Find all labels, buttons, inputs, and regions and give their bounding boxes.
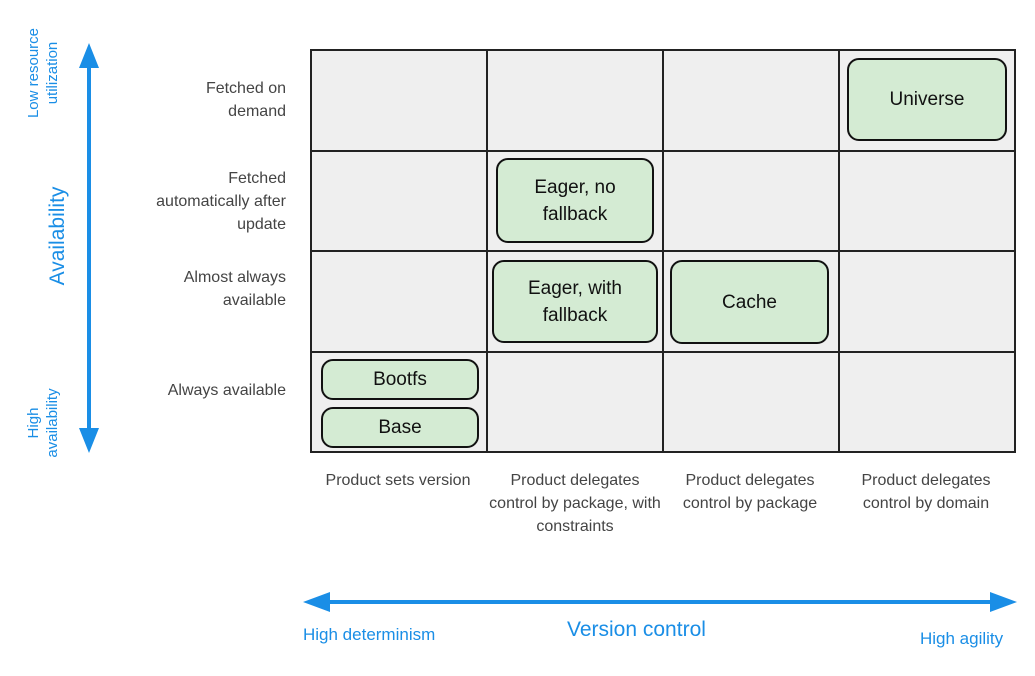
row-label-always-available: Always available: [167, 382, 286, 399]
row-label-fetched-automatically: Fetched automatically after update: [156, 170, 286, 233]
universe-label: Universe: [889, 89, 965, 110]
grid-cell: [487, 351, 663, 452]
universe-box: Universe: [847, 58, 1007, 141]
x-axis-title: Version control: [567, 618, 706, 641]
y-axis-bottom-label: High availability: [25, 388, 61, 458]
grid-cell: [839, 150, 1015, 251]
cache-label: Cache: [722, 291, 777, 313]
col-label-delegates-by-package: Product delegates control by package: [682, 472, 818, 512]
grid-cell: [311, 251, 487, 352]
col-label-delegates-by-package-constraints: Product delegates control by package, wi…: [489, 472, 661, 535]
grid-cell: [663, 351, 839, 452]
base-box: Base: [321, 407, 479, 448]
grid-cell: [487, 50, 663, 151]
eager-with-fallback-label: Eager, with fallback: [528, 277, 622, 326]
eager-with-fallback-box: Eager, with fallback: [492, 260, 658, 343]
x-axis-left-label: High determinism: [303, 625, 436, 644]
bootfs-label: Bootfs: [373, 369, 427, 390]
col-label-product-sets-version: Product sets version: [325, 472, 471, 489]
grid-cell: [311, 50, 487, 151]
col-label-delegates-by-domain: Product delegates control by domain: [861, 472, 991, 512]
base-label: Base: [378, 417, 422, 438]
grid-cell: [663, 50, 839, 151]
horizontal-arrow: [303, 592, 1017, 612]
grid-cell: [839, 351, 1015, 452]
bootfs-box: Bootfs: [321, 359, 479, 400]
row-label-almost-always-available: Almost always available: [183, 269, 286, 309]
row-label-fetched-on-demand: Fetched on demand: [205, 80, 286, 120]
y-axis-top-label: Low resource utilization: [25, 27, 61, 119]
y-axis-title: Availability: [46, 186, 69, 286]
eager-no-fallback-label: Eager, no fallback: [534, 176, 616, 225]
grid-cell: [311, 150, 487, 251]
cache-box: Cache: [670, 260, 829, 344]
eager-no-fallback-box: Eager, no fallback: [496, 158, 654, 243]
grid-cell: [663, 150, 839, 251]
grid-cell: [839, 251, 1015, 352]
x-axis-right-label: High agility: [920, 629, 1004, 648]
vertical-arrow: [79, 43, 99, 453]
